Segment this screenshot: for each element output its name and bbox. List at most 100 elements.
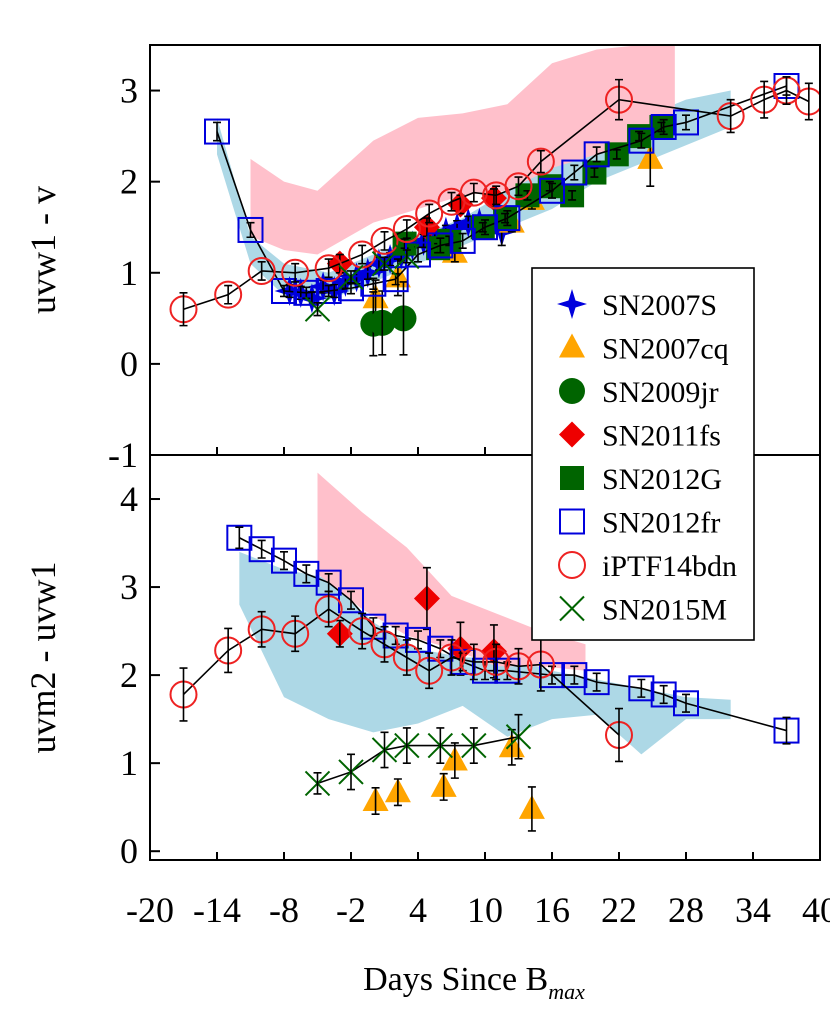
bottom-iptf14bdn-errorbar (492, 643, 501, 681)
top-iptf14bdn-point (247, 256, 276, 285)
top-sn2012g-errorbar (400, 238, 409, 249)
bottom-sn2012fr-point (673, 690, 699, 717)
bottom-sn2012fr-errorbar (347, 590, 355, 610)
x-tick-label: 28 (668, 890, 704, 930)
bottom-sn2007cq-errorbar (527, 786, 536, 832)
bottom-sn2012fr-errorbar (782, 716, 791, 745)
top-sn2015m-errorbar (402, 249, 411, 264)
bottom-iptf14bdn-errorbar (324, 590, 333, 628)
x-tick-label: 16 (534, 890, 570, 930)
legend-label-sn2007s: SN2007S (602, 289, 717, 322)
bottom-sn2015m-errorbar (380, 731, 389, 769)
x-axis-label-subscript: max (548, 979, 585, 1004)
top-iptf14bdn-errorbar (425, 203, 434, 224)
x-axis-label-main: Days Since B (363, 961, 548, 998)
legend-marker-sn2011fs (559, 421, 585, 448)
bottom-sn2012fr-point (583, 669, 610, 696)
bottom-sn2007cq-errorbar (439, 772, 448, 801)
top-sn2012fr-point (449, 227, 476, 254)
legend-marker-sn2012g (560, 466, 584, 490)
legend-label-sn2012g: SN2012G (602, 463, 722, 496)
legend-marker-sn2007s (557, 289, 587, 319)
x-tick-label: -14 (193, 890, 241, 930)
top-iptf14bdn-errorbar (782, 76, 791, 106)
top-sn2012fr-point (628, 127, 655, 154)
top-iptf14bdn-errorbar (804, 82, 813, 121)
bottom-sn2012fr-errorbar (682, 693, 690, 713)
top-sn2012fr-point (237, 216, 264, 243)
top-sn2012fr-errorbar (548, 182, 556, 199)
x-tick-label: 40 (802, 890, 830, 930)
bottom-sn2012fr-point (293, 560, 320, 587)
top-sn2012fr-errorbar (213, 121, 221, 142)
bottom-sn2012fr-point (382, 622, 409, 649)
bottom-sn2011fs-errorbar (335, 619, 344, 648)
bottom-sn2015m-errorbar (514, 713, 523, 760)
top-sn2012fr-point (539, 177, 565, 204)
top-iptf14bdn-errorbar (324, 258, 333, 279)
top-sn2012fr-point (583, 141, 610, 168)
top-sn2012fr-point (650, 114, 677, 140)
legend-label-sn2007cq: SN2007cq (602, 333, 729, 366)
top-sn2012fr-point (472, 214, 498, 241)
top-iptf14bdn-errorbar (447, 191, 456, 212)
bottom-iptf14bdn-errorbar (358, 612, 367, 650)
top-y-tick-label: 3 (120, 71, 138, 111)
bottom-sn2012fr-errorbar (280, 551, 288, 571)
top-y-tick-label: -1 (108, 435, 138, 475)
legend-label-sn2012fr: SN2012fr (602, 507, 720, 540)
top-sn2012fr-errorbar (570, 164, 579, 181)
top-iptf14bdn-point (504, 172, 533, 201)
top-iptf14bdn-point (370, 226, 399, 255)
top-iptf14bdn-point (526, 147, 555, 176)
bottom-sn2012fr-point (650, 681, 677, 708)
top-iptf14bdn-errorbar (224, 284, 233, 305)
top-iptf14bdn-errorbar (492, 185, 501, 206)
top-sn2012g-errorbar (590, 167, 599, 178)
top-iptf14bdn-errorbar (536, 149, 545, 174)
top-sn2015m-errorbar (313, 302, 322, 317)
bottom-sn2015m-errorbar (347, 753, 355, 791)
bottom-iptf14bdn-errorbar (291, 615, 300, 653)
bottom-iptf14bdn-errorbar (224, 627, 233, 674)
top-sn2012fr-errorbar (324, 284, 333, 298)
bottom-iptf14bdn-errorbar (179, 667, 188, 722)
bottom-sn2012fr-errorbar (302, 564, 311, 584)
top-sn2012g-errorbar (568, 189, 577, 201)
top-sn2012fr-errorbar (659, 118, 668, 136)
bottom-sn2012fr-errorbar (592, 672, 601, 692)
top-sn2012fr-errorbar (682, 114, 690, 131)
legend-marker-iptf14bdn (558, 551, 586, 579)
x-tick-label: 10 (467, 890, 503, 930)
top-sn2012fr-errorbar (280, 284, 288, 298)
bottom-y-tick-label: 1 (120, 743, 138, 783)
bottom-sn2012fr-point (539, 662, 565, 689)
top-sn2015m-errorbar (380, 256, 389, 271)
top-sn2012fr-errorbar (503, 210, 512, 227)
top-sn2012fr-point (427, 232, 454, 259)
legend: SN2007SSN2007cqSN2009jrSN2011fsSN2012GSN… (531, 267, 755, 641)
x-tick-label: 4 (409, 890, 427, 930)
x-tick-label: 22 (601, 890, 637, 930)
bottom-iptf14bdn-errorbar (447, 639, 456, 676)
top-iptf14bdn-errorbar (380, 230, 389, 251)
top-iptf14bdn-point (392, 215, 421, 244)
top-sn2012fr-errorbar (458, 232, 467, 249)
top-iptf14bdn-point (214, 280, 243, 309)
top-sn2012fr-point (360, 270, 387, 297)
top-iptf14bdn-errorbar (469, 182, 478, 203)
top-sn2012fr-errorbar (436, 237, 445, 254)
bottom-y-tick-label: 0 (120, 831, 138, 871)
top-sn2012fr-point (315, 278, 342, 304)
bottom-sn2015m-errorbar (469, 727, 478, 764)
legend-marker-sn2015m (559, 595, 585, 622)
top-iptf14bdn-errorbar (257, 261, 266, 281)
bottom-sn2015m-errorbar (313, 772, 322, 795)
legend-marker-sn2007cq (559, 333, 585, 358)
bottom-y-tick-label: 3 (120, 567, 138, 607)
bottom-iptf14bdn-errorbar (615, 707, 623, 763)
top-iptf14bdn-point (415, 199, 444, 228)
bottom-sn2012fr-errorbar (659, 684, 668, 705)
